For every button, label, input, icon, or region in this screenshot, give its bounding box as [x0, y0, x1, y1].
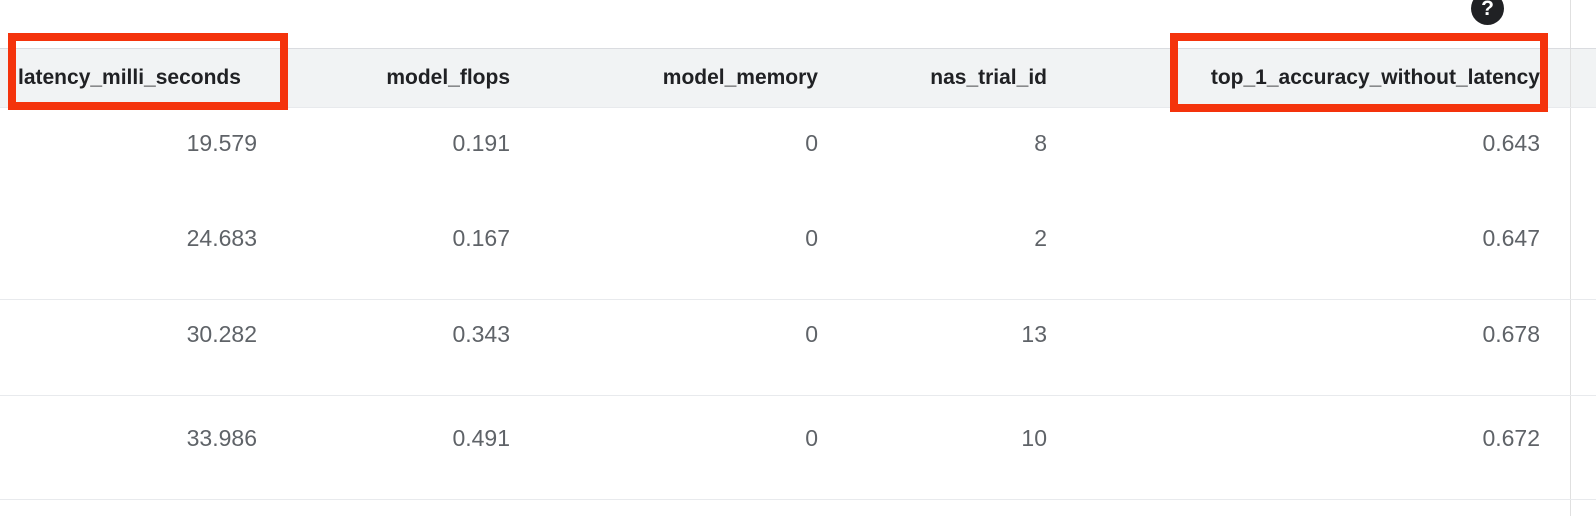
column-header-model-flops[interactable]: model_flops	[386, 66, 510, 89]
table-row[interactable]: 30.282 0.343 0 13 0.678	[0, 300, 1596, 396]
table-cell-top-1-accuracy-without-latency: 0.678	[1482, 321, 1540, 347]
table-cell-nas-trial-id: 10	[1021, 425, 1047, 451]
table-cell-top-1-accuracy-without-latency: 0.672	[1482, 425, 1540, 451]
table-cell-top-1-accuracy-without-latency: 0.643	[1482, 130, 1540, 156]
table-cell-latency-milli-seconds: 19.579	[186, 130, 257, 156]
help-icon[interactable]: ?	[1471, 0, 1504, 25]
table-cell-model-flops: 0.343	[452, 321, 510, 347]
table-cell-model-memory: 0	[805, 321, 818, 347]
column-header-model-memory[interactable]: model_memory	[662, 66, 818, 89]
table-cell-nas-trial-id: 13	[1021, 321, 1047, 347]
table-cell-nas-trial-id: 2	[1034, 225, 1047, 251]
column-header-latency-milli-seconds[interactable]: latency_milli_seconds	[18, 66, 241, 89]
table-cell-model-flops: 0.167	[452, 225, 510, 251]
table-cell-model-memory: 0	[805, 225, 818, 251]
table-row[interactable]: 24.683 0.167 0 2 0.647	[0, 204, 1596, 300]
table-cell-model-flops: 0.491	[452, 425, 510, 451]
table-cell-latency-milli-seconds: 33.986	[186, 425, 257, 451]
table-cell-model-memory: 0	[805, 425, 818, 451]
table-cell-model-memory: 0	[805, 130, 818, 156]
table-cell-latency-milli-seconds: 30.282	[186, 321, 257, 347]
table-cell-nas-trial-id: 8	[1034, 130, 1047, 156]
table-header-row: latency_milli_seconds model_flops model_me…	[0, 48, 1596, 108]
table-cell-latency-milli-seconds: 24.683	[186, 225, 257, 251]
column-header-top-1-accuracy-without-latency[interactable]: top_1_accuracy_without_latency	[1210, 66, 1540, 89]
table-row[interactable]: 19.579 0.191 0 8 0.643	[0, 109, 1596, 205]
table-cell-top-1-accuracy-without-latency: 0.647	[1482, 225, 1540, 251]
table-row[interactable]: 33.986 0.491 0 10 0.672	[0, 404, 1596, 500]
column-header-nas-trial-id[interactable]: nas_trial_id	[930, 66, 1047, 89]
table-cell-model-flops: 0.191	[452, 130, 510, 156]
